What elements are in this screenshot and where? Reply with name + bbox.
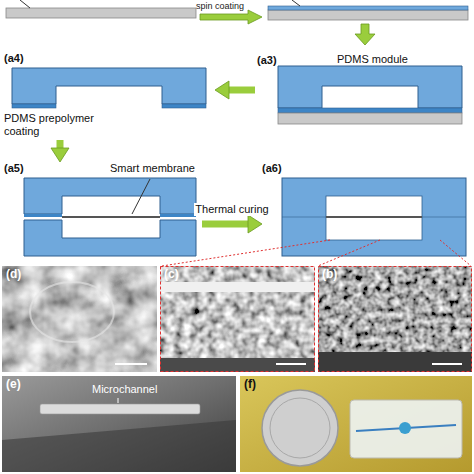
process-arrow: [51, 140, 69, 162]
arrow-head: [215, 81, 229, 99]
process-step: (a4) PDMS prepolymer coating: [2, 50, 215, 140]
process-arrow: [215, 81, 255, 99]
part-label: PDMS module: [337, 53, 408, 66]
step-note: Thermal curing: [194, 203, 269, 216]
part-label: PDMS prepolymer coating: [4, 112, 114, 137]
step-label: (a6): [262, 162, 282, 175]
process-step: (a5) Smart membrane: [2, 162, 202, 262]
step-label: (a4): [4, 52, 24, 65]
arrow-head: [248, 215, 262, 233]
process-step: (a3) PDMS module: [255, 52, 470, 128]
step-label: (a3): [257, 54, 277, 67]
step-label: (a5): [4, 162, 24, 175]
part-label: Microchannel: [92, 383, 157, 396]
panel-letter: (d): [6, 268, 21, 282]
process-arrow: [202, 215, 262, 233]
panel-letter: (f): [244, 378, 256, 392]
panel-letter: (e): [6, 378, 21, 392]
panel-letter: (b): [322, 268, 337, 282]
part-label: Smart membrane: [110, 162, 195, 175]
step-note: spin coating: [196, 1, 244, 11]
arrow-shaft: [202, 221, 250, 228]
process-step: (a6): [262, 162, 470, 262]
arrow-shaft: [227, 87, 255, 94]
panel-letter: (c): [164, 268, 179, 282]
arrow-head: [51, 148, 69, 162]
